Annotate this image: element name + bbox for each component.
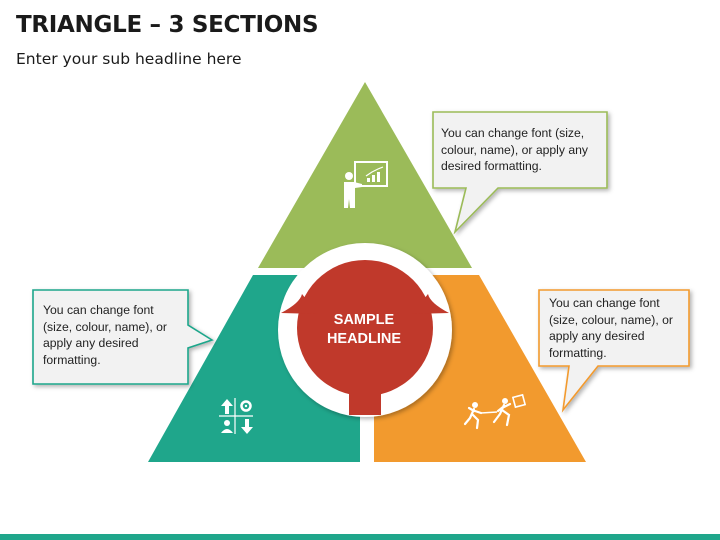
- top-section: [258, 82, 472, 268]
- relay-run-icon: [463, 393, 527, 430]
- callout-top-text: You can change font (size, colour, name)…: [441, 125, 588, 175]
- strategy-grid-icon: [219, 398, 253, 434]
- callout-top-line-2: colour, name), or apply any: [441, 142, 589, 157]
- callout-top-box: [432, 111, 608, 235]
- callout-left-line-3: apply any desired: [43, 336, 139, 350]
- page-title: TRIANGLE – 3 SECTIONS: [16, 12, 319, 38]
- center-headline-line-2: HEADLINE: [326, 331, 402, 347]
- bottom-accent-bar: [0, 534, 720, 540]
- callout-right-line-3: apply any desired: [549, 329, 645, 343]
- callout-left-line-2: (size, colour, name), or: [43, 319, 167, 334]
- callout-right-line-4: formatting.: [549, 345, 607, 360]
- callout-top-line-1: You can change font (size,: [441, 126, 585, 140]
- callout-left-box: [32, 289, 214, 385]
- center-headline-shape: [281, 260, 449, 415]
- presentation-chart-icon: [344, 161, 388, 208]
- callout-right-text: You can change font (size, colour, name)…: [549, 295, 673, 361]
- page-subtitle: Enter your sub headline here: [16, 50, 242, 68]
- callout-left-line-1: You can change font: [43, 303, 154, 317]
- center-headline-line-1: SAMPLE: [333, 312, 395, 328]
- callout-left-text: You can change font (size, colour, name)…: [43, 302, 167, 368]
- callout-right-box: [538, 289, 690, 413]
- callout-top-line-3: desired formatting.: [441, 159, 542, 173]
- callout-left-line-4: formatting.: [43, 352, 101, 367]
- callout-right-line-2: (size, colour, name), or: [549, 312, 673, 327]
- center-headline: SAMPLE HEADLINE: [318, 311, 410, 349]
- callout-right-line-1: You can change font: [549, 296, 660, 310]
